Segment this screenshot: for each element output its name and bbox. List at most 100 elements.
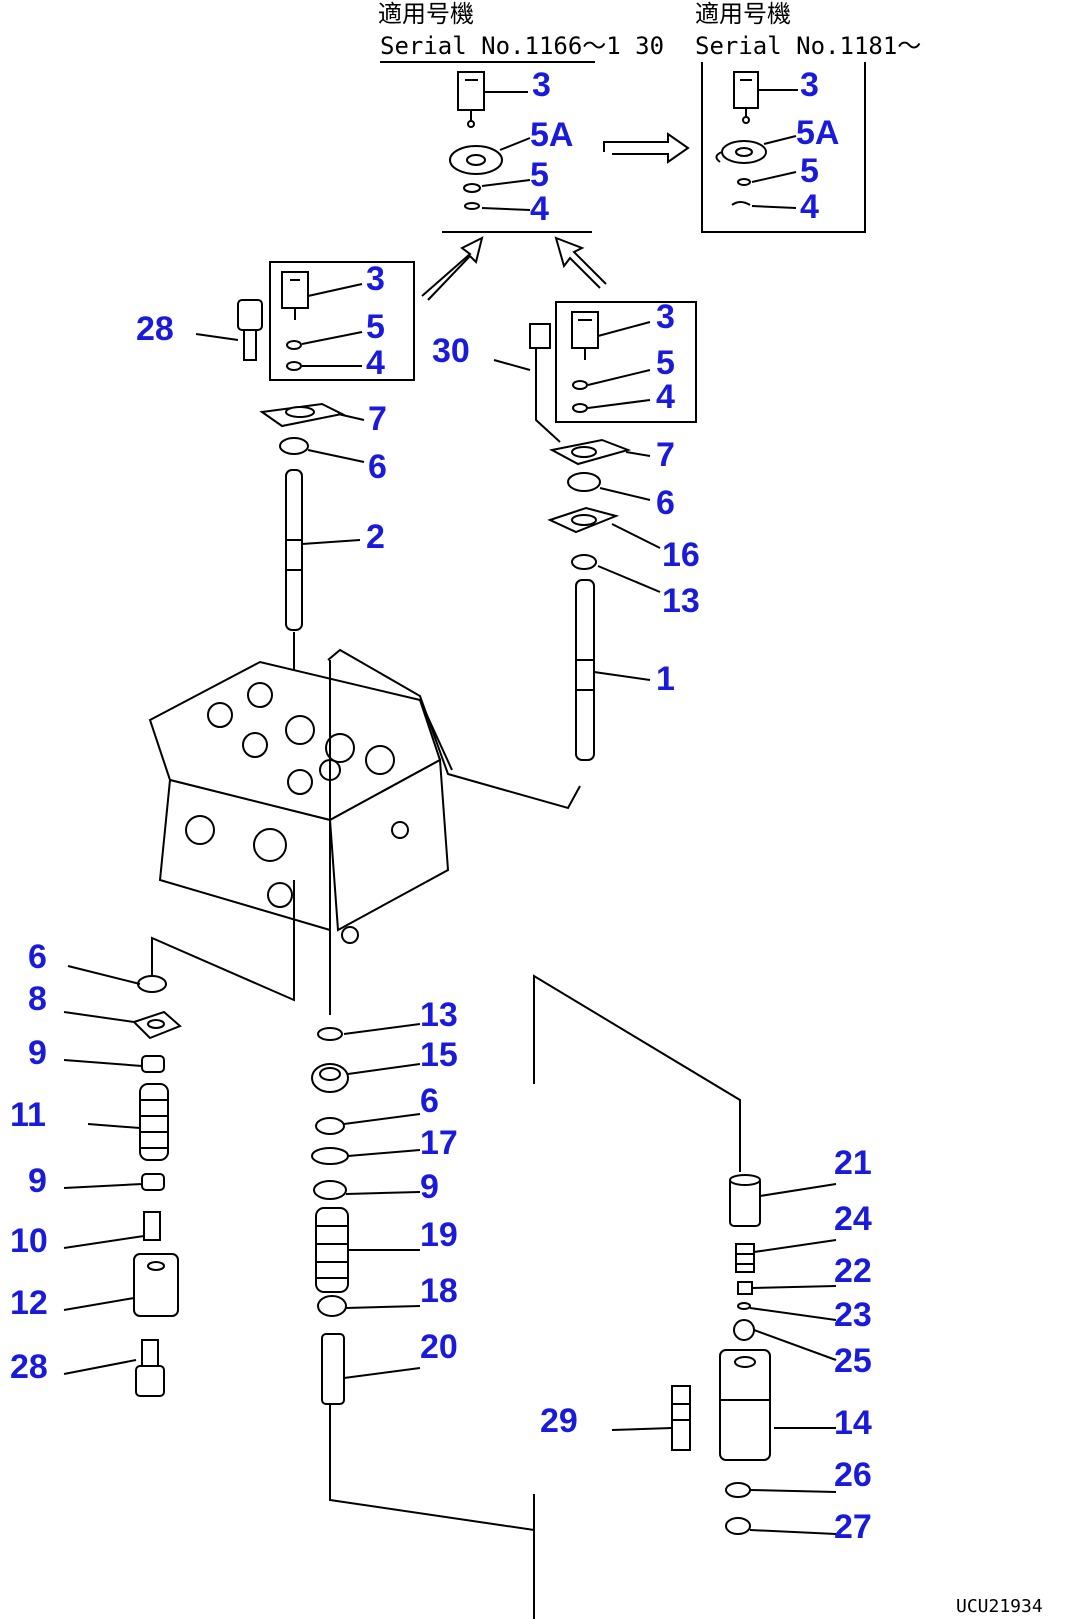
callout-low-mid-20: 20 — [420, 1328, 458, 1366]
callout-left-28: 28 — [136, 310, 174, 348]
arrow-up-left — [421, 236, 484, 301]
mid-spool-1 — [575, 579, 651, 761]
callout-low-mid-6: 6 — [420, 1082, 439, 1120]
low-mid-seat-9 — [313, 1180, 421, 1200]
callout-right-21: 21 — [834, 1144, 872, 1182]
right-sleeve-21 — [729, 1174, 837, 1227]
valve-body — [148, 660, 453, 944]
right-plug-25 — [733, 1319, 837, 1361]
low-mid-washer-17 — [311, 1147, 421, 1165]
low-left-cap-12 — [63, 1253, 179, 1317]
callout-mid-30: 30 — [432, 332, 470, 370]
mid-box-washer-5 — [572, 380, 588, 390]
callout-right-29: 29 — [540, 1402, 578, 1440]
low-left-nut-6 — [67, 965, 167, 993]
left-box-ring-4 — [286, 361, 302, 371]
mid-box-ring-4 — [572, 403, 588, 413]
mid-bolt-30 — [493, 323, 561, 443]
callout-right-22: 22 — [834, 1252, 872, 1290]
callout-left-box-3: 3 — [366, 260, 385, 298]
mid-box-solenoid-3 — [571, 311, 651, 360]
callout-mid-16: 16 — [662, 536, 700, 574]
low-mid-leader — [329, 1404, 535, 1532]
low-mid-retainer-20 — [321, 1333, 421, 1405]
callouts: 3 5A 5 4 3 5A 5 4 3 5 4 28 7 6 2 3 5 4 3… — [10, 66, 872, 1546]
callout-mid-box-3: 3 — [656, 298, 675, 336]
low-mid-oring-13 — [317, 1023, 421, 1041]
callout-right-5: 5 — [800, 152, 819, 190]
lower-left-leader — [151, 880, 295, 1002]
callout-right-4: 4 — [800, 188, 819, 226]
callout-low-left-9a: 9 — [28, 1034, 47, 1072]
right-ring-26 — [725, 1482, 837, 1498]
callout-left-box-5: 5 — [366, 308, 385, 346]
mid-nut-6 — [567, 472, 651, 501]
right-nut-27 — [725, 1517, 837, 1535]
arrow-right — [603, 132, 690, 164]
new-version-frame — [701, 62, 866, 233]
low-left-spring-11 — [87, 1083, 169, 1161]
right-bolt-29 — [611, 1385, 691, 1451]
mid-oring-13 — [571, 554, 661, 593]
callout-low-mid-19: 19 — [420, 1216, 458, 1254]
mid-plate-16 — [547, 506, 661, 549]
left-nut-6 — [279, 437, 365, 463]
low-left-seat-9b — [63, 1173, 165, 1191]
callout-top-3: 3 — [532, 66, 551, 104]
callout-right-26: 26 — [834, 1456, 872, 1494]
callout-top-5a: 5A — [530, 116, 573, 154]
callout-low-mid-18: 18 — [420, 1272, 458, 1310]
callout-right-25: 25 — [834, 1342, 872, 1380]
callout-low-left-6: 6 — [28, 938, 47, 976]
right-spring-24 — [735, 1239, 837, 1273]
callout-mid-13: 13 — [662, 582, 700, 620]
left-spool-2 — [285, 469, 361, 631]
right-washer-5 — [737, 171, 797, 186]
body-outline-leader — [327, 648, 581, 810]
left-cover-7 — [259, 402, 365, 428]
right-plate-5a — [715, 135, 797, 164]
callout-right-5a: 5A — [796, 114, 839, 152]
callout-low-mid-17: 17 — [420, 1124, 458, 1162]
callout-low-mid-13: 13 — [420, 996, 458, 1034]
callout-low-mid-15: 15 — [420, 1036, 458, 1074]
callout-left-box-4: 4 — [366, 344, 385, 382]
right-ball-22 — [737, 1281, 837, 1295]
arrow-up-right — [554, 236, 607, 289]
middle-variant-box — [555, 301, 697, 423]
left-box-solenoid-3 — [281, 271, 363, 320]
top-ring-4 — [464, 202, 531, 211]
low-left-seat-9a — [63, 1055, 165, 1073]
left-box-washer-5 — [286, 340, 302, 350]
callout-right-3: 3 — [800, 66, 819, 104]
callout-mid-box-4: 4 — [656, 378, 675, 416]
callout-top-4: 4 — [530, 190, 549, 228]
callout-low-left-11: 11 — [10, 1096, 46, 1134]
low-mid-cap-15 — [311, 1063, 421, 1093]
low-left-bolt-10 — [63, 1211, 161, 1249]
right-body-14 — [719, 1349, 836, 1461]
low-mid-nut-6 — [315, 1113, 421, 1135]
callout-right-27: 27 — [834, 1508, 872, 1546]
callout-low-left-8: 8 — [28, 980, 47, 1018]
left-applicable-title: 適用号機 — [378, 0, 474, 28]
low-mid-seat-18 — [317, 1295, 421, 1317]
callout-right-14: 14 — [834, 1404, 872, 1442]
right-solenoid-3 — [733, 71, 798, 124]
callout-left-6: 6 — [368, 448, 387, 486]
left-bolt-28 — [195, 299, 263, 361]
top-washer-5 — [463, 179, 531, 193]
callout-mid-box-5: 5 — [656, 344, 675, 382]
top-solenoid-3 — [457, 71, 528, 128]
callout-mid-6: 6 — [656, 484, 675, 522]
callout-low-left-9b: 9 — [28, 1162, 47, 1200]
callout-top-5: 5 — [530, 156, 549, 194]
right-stack-leader — [533, 974, 741, 1172]
right-serial-range: Serial No.1181〜 — [695, 32, 921, 60]
low-mid-spring-19 — [315, 1207, 420, 1293]
right-oring-23 — [737, 1302, 837, 1321]
right-ring-4 — [731, 201, 797, 209]
callout-low-mid-9: 9 — [420, 1168, 439, 1206]
left-serial-range: Serial No.1166〜1 30 — [380, 32, 664, 60]
